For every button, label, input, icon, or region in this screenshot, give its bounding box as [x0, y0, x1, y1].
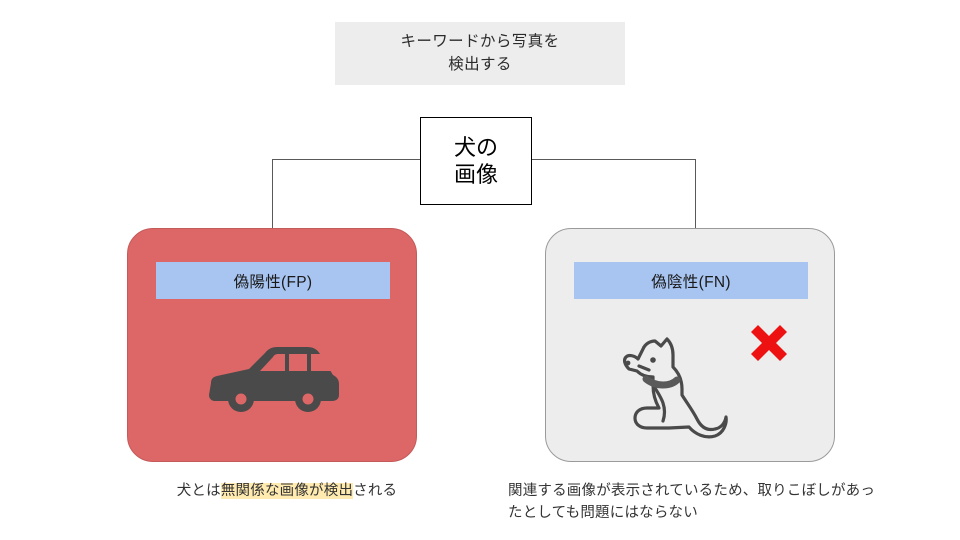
root-node-line-2: 画像 [453, 162, 498, 187]
card-label-false-positive: 偽陽性(FP) [156, 262, 390, 299]
card-art-false-negative [546, 307, 836, 457]
header-line-1: キーワードから写真を [400, 33, 560, 51]
red-x-icon [749, 323, 789, 368]
connector-vertical-left [272, 159, 273, 229]
header-text: キーワードから写真を 検出する [400, 31, 559, 76]
caption-false-positive: 犬とは無関係な画像が検出される [137, 480, 437, 502]
caption-fn-line-2: たとしても問題にはならない [508, 505, 698, 522]
card-false-negative: 偽陰性(FN) [545, 228, 835, 462]
caption-fn-line-1: 関連する画像が表示されているため、取りこぼしがあっ [508, 483, 876, 499]
dog-icon [609, 329, 739, 452]
root-node-box: 犬の 画像 [420, 117, 532, 205]
root-node-text: 犬の 画像 [454, 134, 498, 189]
connector-vertical-right [695, 159, 696, 229]
card-false-positive: 偽陽性(FP) [127, 228, 417, 462]
root-node-line-1: 犬の [453, 134, 498, 160]
caption-fp-highlight: 無関係な画像が検出 [220, 483, 354, 499]
card-art-false-positive [128, 307, 418, 457]
card-label-false-negative: 偽陰性(FN) [574, 262, 808, 299]
caption-false-negative: 関連する画像が表示されているため、取りこぼしがあっ たとしても問題にはならない [508, 480, 960, 525]
header-line-2: 検出する [448, 55, 512, 73]
header-box: キーワードから写真を 検出する [335, 22, 625, 85]
caption-fp-prefix: 犬とは [176, 483, 221, 499]
caption-fp-suffix: される [353, 483, 398, 499]
car-icon [203, 341, 343, 424]
